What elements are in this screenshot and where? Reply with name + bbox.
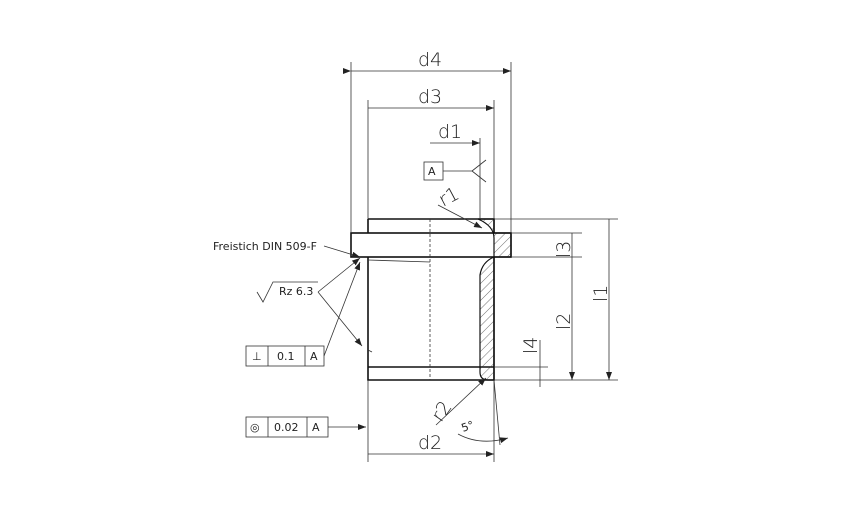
surface-finish-label: Rz 6.3 (279, 285, 313, 298)
dim-l3-label: l3 (553, 241, 575, 258)
section-hatch (477, 218, 512, 381)
concentricity-tolerance: 0.02 (274, 421, 299, 434)
datum-label: A (428, 165, 436, 178)
undercut-line (367, 259, 431, 263)
dim-d3-label: d3 (418, 86, 442, 108)
concentricity-symbol: ◎ (250, 421, 260, 434)
dim-l4-label: l4 (520, 337, 542, 354)
dim-d2-label: d2 (418, 432, 442, 454)
dim-d4-label: d4 (418, 49, 442, 71)
datum-box (423, 161, 444, 181)
dimension-lines (317, 62, 618, 462)
dim-d1-label: d1 (438, 121, 462, 143)
surface-finish-symbol: Rz 6.3 (256, 281, 318, 303)
dim-l1-label: l1 (590, 285, 612, 302)
perpendicularity-tolerance: 0.1 (277, 350, 295, 363)
part-outline (350, 218, 512, 381)
dim-r2-label: r2 (427, 397, 456, 426)
undercut-mark (367, 349, 373, 353)
perpendicularity-datum: A (310, 350, 318, 363)
undercut-note: Freistich DIN 509-F (213, 240, 317, 253)
perpendicularity-frame: ⊥ 0.1 A (245, 345, 325, 367)
dim-l2-label: l2 (553, 313, 575, 330)
body-outline (367, 218, 495, 381)
concentricity-frame: ◎ 0.02 A (245, 416, 329, 438)
flange-outline (350, 232, 512, 258)
angle-label: 5° (460, 418, 476, 434)
concentricity-datum: A (312, 421, 320, 434)
perpendicularity-symbol: ⊥ (252, 350, 262, 363)
dim-r1-label: r1 (435, 183, 463, 212)
